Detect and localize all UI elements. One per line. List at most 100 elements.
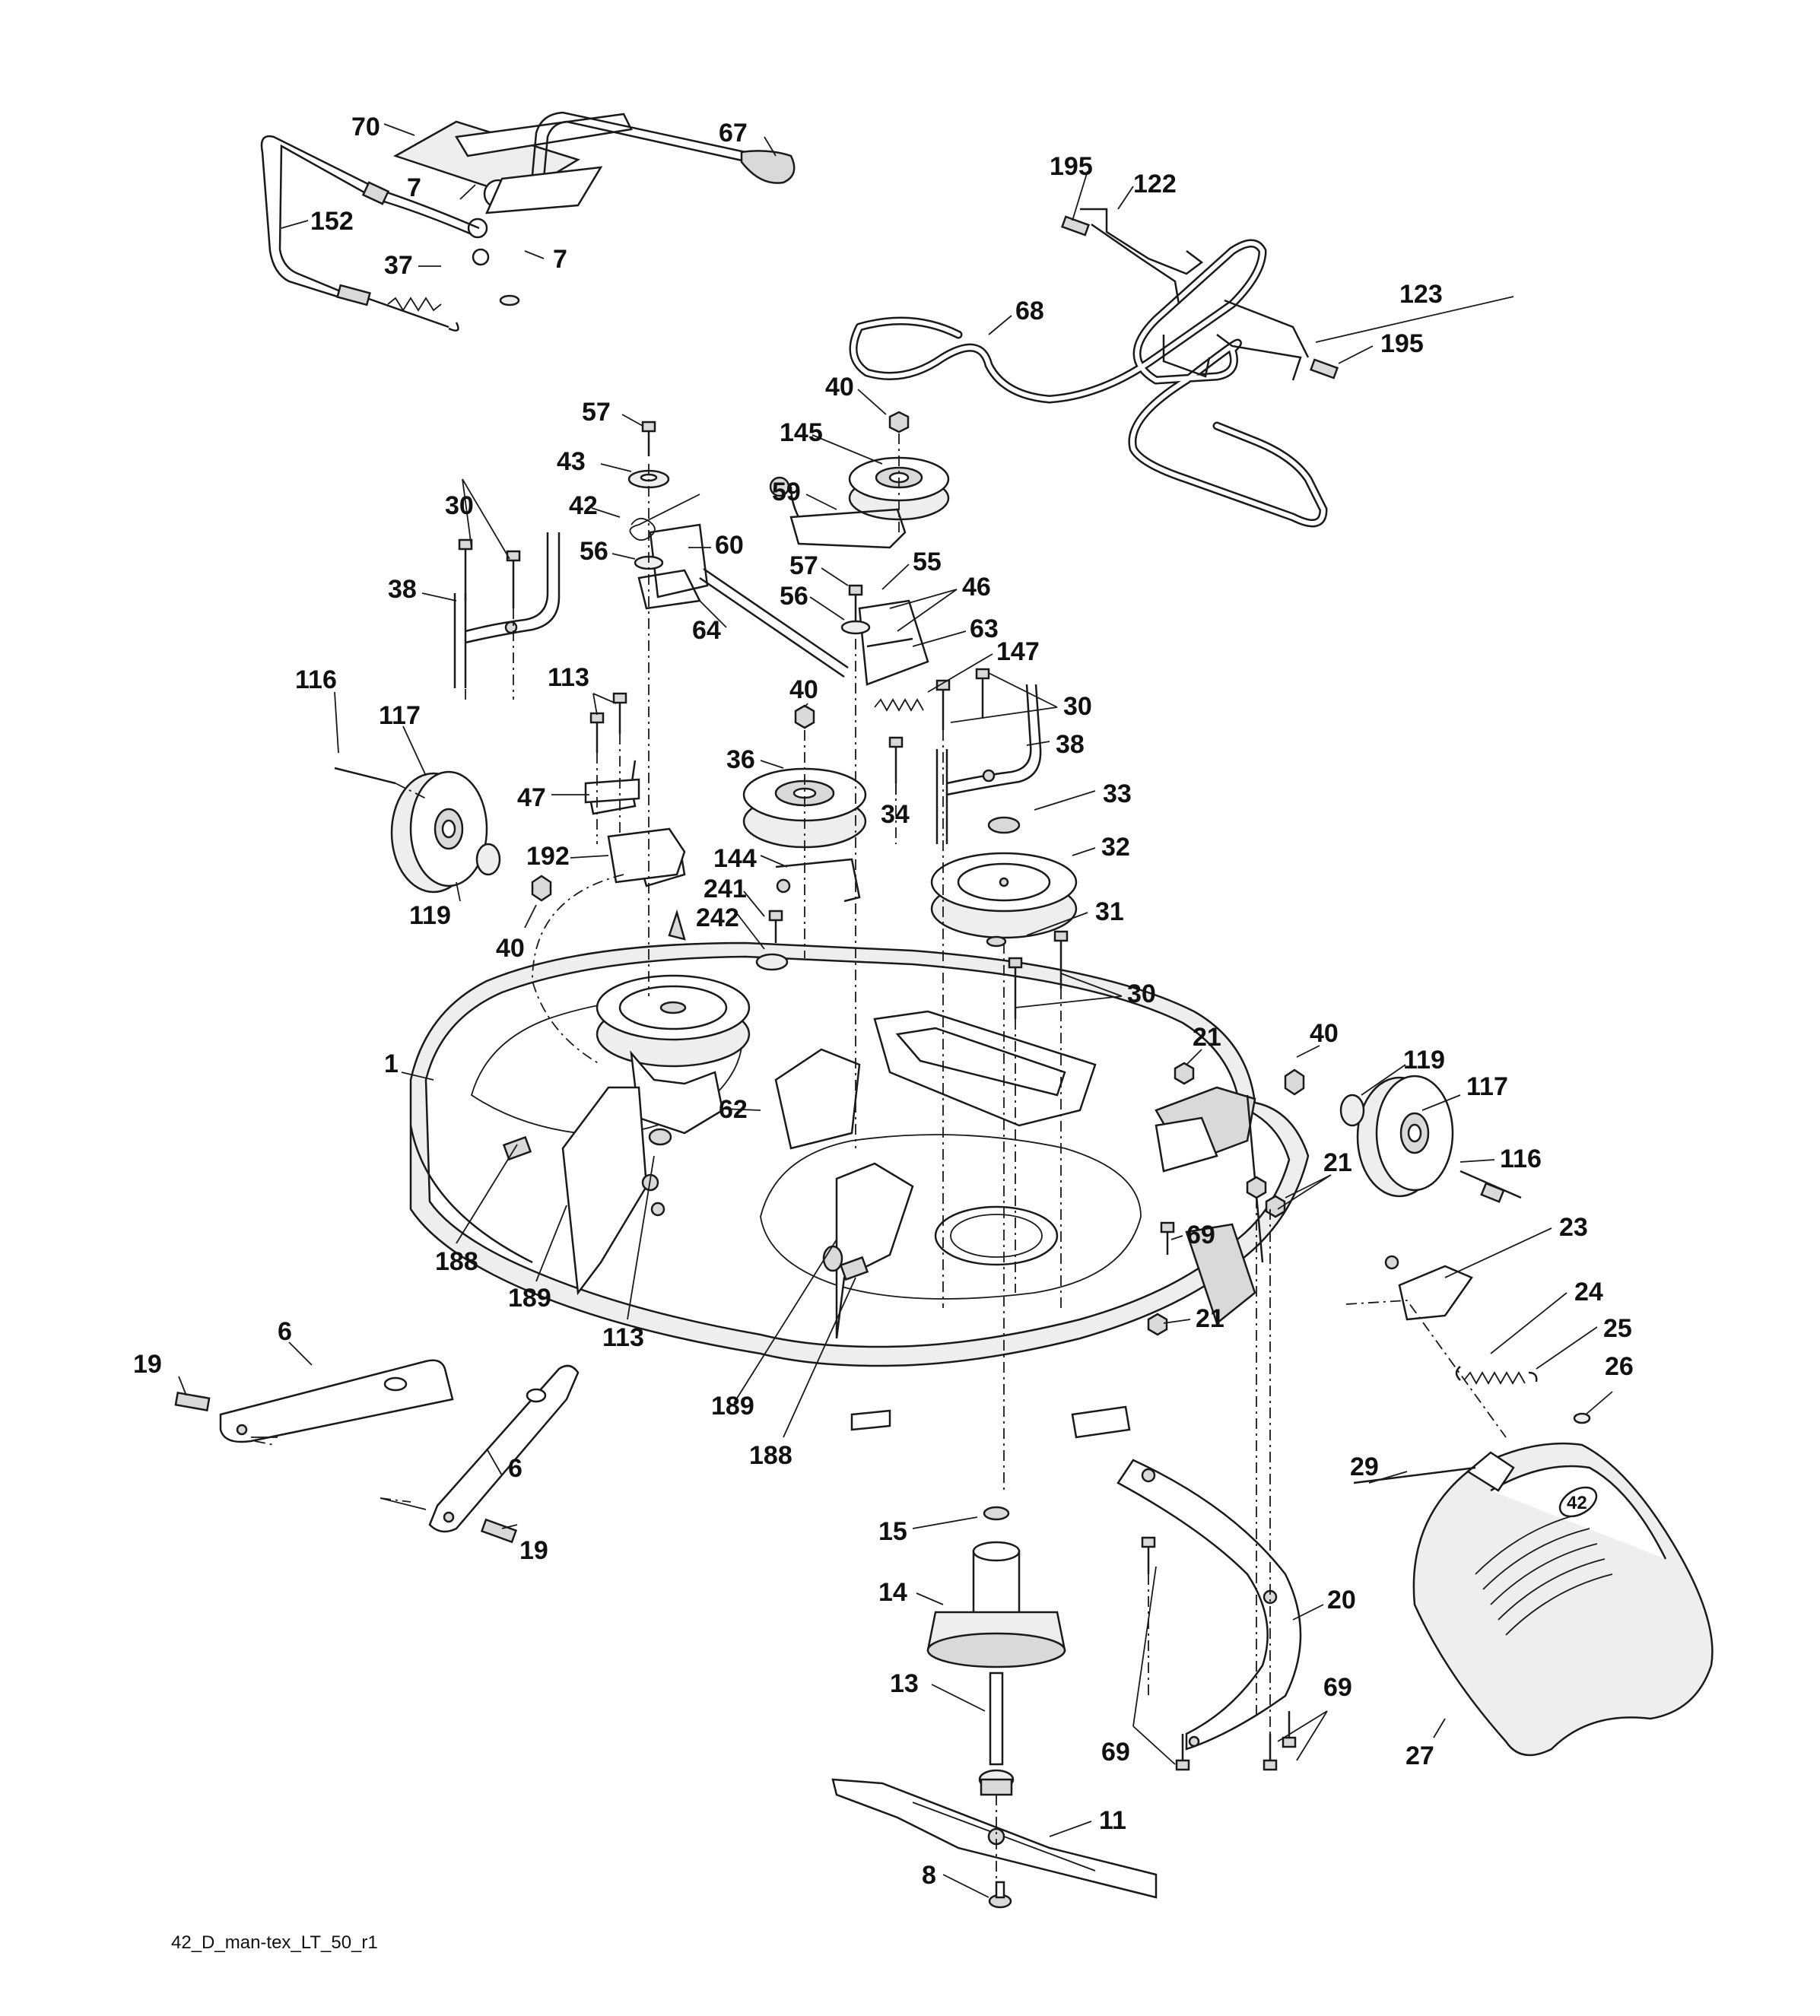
callout-116: 116 bbox=[295, 665, 337, 694]
callout-55: 55 bbox=[913, 548, 942, 576]
callout-40: 40 bbox=[825, 373, 854, 402]
callout-63: 63 bbox=[970, 614, 999, 643]
callout-21: 21 bbox=[1193, 1023, 1221, 1052]
callout-56b: 56 bbox=[780, 582, 808, 611]
control-cable bbox=[260, 135, 490, 332]
engagement-lever-assembly bbox=[392, 111, 796, 239]
callout-20: 20 bbox=[1327, 1586, 1356, 1614]
callout-113b: 113 bbox=[602, 1323, 644, 1352]
callout-21c: 21 bbox=[1196, 1304, 1224, 1333]
gauge-wheel-bracket-right bbox=[935, 684, 1042, 844]
callout-189b: 189 bbox=[711, 1392, 754, 1421]
callout-1: 1 bbox=[384, 1049, 399, 1078]
callout-113: 113 bbox=[548, 663, 589, 692]
nuts-21 bbox=[1147, 1062, 1286, 1336]
spindle-housing bbox=[926, 1506, 1066, 1668]
callout-46: 46 bbox=[962, 573, 991, 602]
callout-34: 34 bbox=[881, 800, 910, 829]
bolt-34 bbox=[888, 736, 904, 783]
callout-144: 144 bbox=[713, 844, 757, 873]
spindle-shaft bbox=[978, 1672, 1015, 1796]
callout-7: 7 bbox=[407, 173, 421, 202]
gauge-wheel-right bbox=[1284, 1068, 1522, 1203]
bolts-30-right-lower bbox=[1008, 930, 1069, 1019]
callout-147: 147 bbox=[996, 637, 1040, 666]
callout-38b: 38 bbox=[1056, 730, 1085, 759]
bolts-19 bbox=[174, 1392, 518, 1544]
deck-spindle-pulley bbox=[596, 974, 751, 1135]
callout-19: 19 bbox=[133, 1350, 162, 1379]
callout-26: 26 bbox=[1605, 1352, 1634, 1381]
bolts-30-right-upper bbox=[935, 668, 990, 730]
callout-25: 25 bbox=[1603, 1314, 1632, 1343]
center-pulley-32 bbox=[930, 816, 1078, 948]
callout-24: 24 bbox=[1574, 1278, 1603, 1306]
callout-47: 47 bbox=[517, 783, 546, 812]
callout-116b: 116 bbox=[1500, 1145, 1542, 1173]
callout-117: 117 bbox=[379, 701, 421, 730]
callout-8: 8 bbox=[922, 1861, 936, 1890]
gauge-wheel-left bbox=[334, 767, 552, 902]
callout-60: 60 bbox=[715, 531, 744, 560]
mower-blade bbox=[831, 1778, 1158, 1899]
callout-43: 43 bbox=[557, 447, 586, 476]
callout-23: 23 bbox=[1559, 1213, 1588, 1242]
callout-6b: 6 bbox=[508, 1454, 522, 1483]
callout-40c: 40 bbox=[496, 934, 525, 963]
callout-119: 119 bbox=[409, 901, 451, 930]
callout-6: 6 bbox=[278, 1317, 292, 1346]
chute-spring-and-rod bbox=[1345, 1255, 1591, 1484]
callout-29: 29 bbox=[1350, 1452, 1379, 1481]
callout-19b: 19 bbox=[519, 1536, 548, 1565]
belt-keeper-guides bbox=[1060, 208, 1339, 381]
callout-242: 242 bbox=[696, 903, 739, 932]
assembly-lines bbox=[254, 433, 1271, 1882]
discharge-chute: 42 bbox=[1412, 1442, 1714, 1757]
callout-21b: 21 bbox=[1323, 1148, 1352, 1177]
callout-42: 42 bbox=[569, 491, 598, 520]
callout-32: 32 bbox=[1101, 833, 1130, 862]
callout-117b: 117 bbox=[1466, 1072, 1508, 1101]
small-hardware-57-56-40 bbox=[499, 294, 871, 635]
callout-62: 62 bbox=[719, 1095, 748, 1124]
callout-152: 152 bbox=[310, 207, 354, 236]
callout-30b: 30 bbox=[1063, 692, 1092, 721]
deck-brackets bbox=[502, 1048, 914, 1339]
deck-lift-link-upper bbox=[219, 1359, 454, 1443]
callout-68: 68 bbox=[1015, 297, 1044, 325]
blade-bolt bbox=[988, 1881, 1012, 1909]
callout-195b: 195 bbox=[1380, 329, 1424, 358]
callout-40d: 40 bbox=[1310, 1019, 1339, 1048]
bolts-69 bbox=[1141, 1221, 1297, 1771]
callout-37: 37 bbox=[384, 251, 413, 280]
callout-70: 70 bbox=[351, 113, 380, 141]
callout-59: 59 bbox=[772, 478, 801, 506]
callout-241: 241 bbox=[704, 875, 747, 903]
callout-57b: 57 bbox=[789, 551, 818, 580]
callout-11: 11 bbox=[1099, 1806, 1126, 1835]
callout-69: 69 bbox=[1186, 1221, 1215, 1249]
callout-33: 33 bbox=[1103, 779, 1132, 808]
callout-36: 36 bbox=[726, 745, 755, 774]
callout-189: 189 bbox=[508, 1284, 551, 1313]
bolts-113 bbox=[589, 692, 672, 1146]
callout-188: 188 bbox=[435, 1247, 478, 1276]
callout-15: 15 bbox=[878, 1517, 907, 1546]
bracket-47-192 bbox=[584, 778, 686, 884]
callout-122: 122 bbox=[1133, 170, 1177, 198]
callout-195: 195 bbox=[1050, 152, 1093, 181]
callout-31: 31 bbox=[1095, 897, 1124, 926]
callout-56: 56 bbox=[580, 537, 608, 566]
callout-30: 30 bbox=[445, 491, 474, 520]
callout-69c: 69 bbox=[1323, 1673, 1352, 1702]
callout-192: 192 bbox=[526, 842, 570, 871]
bolt-241-242 bbox=[755, 910, 789, 971]
bolts-30-left bbox=[458, 538, 521, 608]
callout-40b: 40 bbox=[789, 675, 818, 704]
callout-64: 64 bbox=[692, 616, 721, 645]
callout-57: 57 bbox=[582, 398, 611, 427]
callout-7b: 7 bbox=[553, 245, 567, 274]
callout-labels: 70 67 7 152 37 7 195 122 68 123 195 57 4… bbox=[133, 113, 1634, 1890]
baffle bbox=[1116, 1459, 1302, 1751]
